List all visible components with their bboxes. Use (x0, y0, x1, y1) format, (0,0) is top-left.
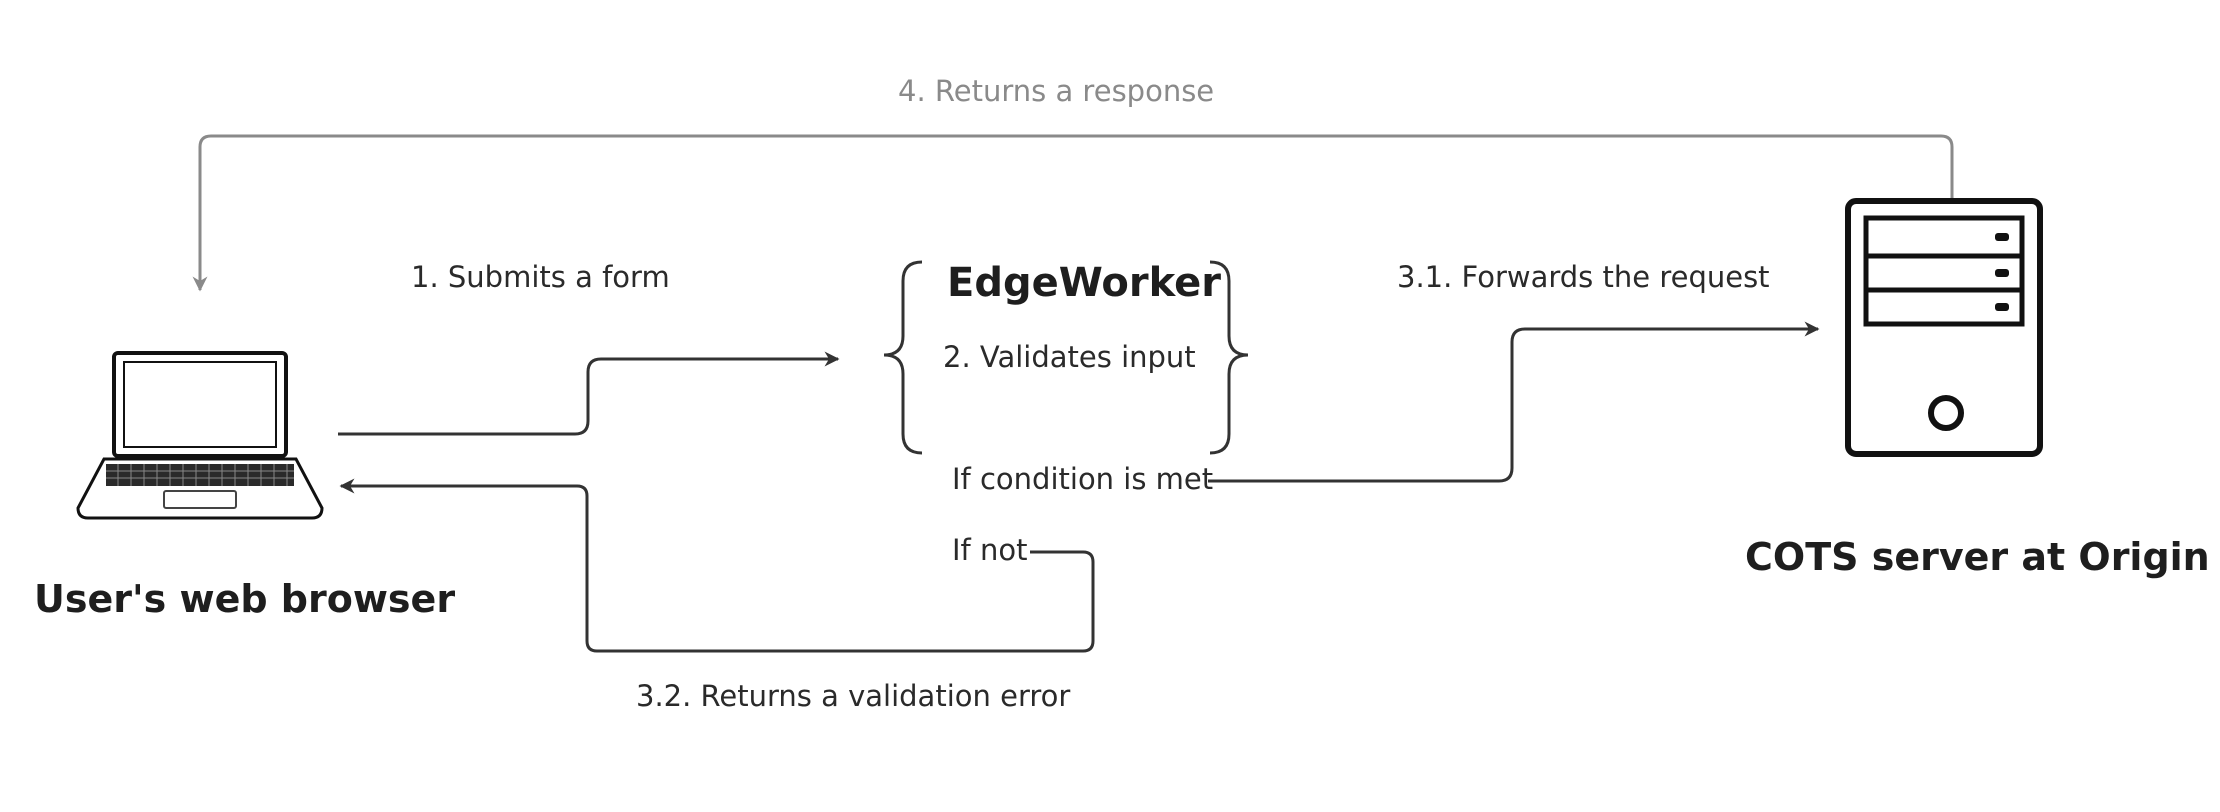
edgeworker-step-label: 2. Validates input (943, 340, 1196, 374)
error-label: 3.2. Returns a validation error (636, 679, 1071, 713)
forward-label: 3.1. Forwards the request (1397, 260, 1770, 294)
server-label: COTS server at Origin (1745, 535, 2210, 579)
laptop-icon (76, 351, 324, 520)
submit-arrow (338, 351, 840, 436)
right-brace (1209, 260, 1249, 455)
condition-met-label: If condition is met (952, 462, 1214, 496)
response-arrow (192, 134, 1954, 292)
forward-arrow (1208, 321, 1820, 483)
server-icon (1845, 198, 2043, 457)
response-label: 4. Returns a response (898, 74, 1215, 108)
submit-label: 1. Submits a form (411, 260, 670, 294)
error-arrow (339, 478, 1095, 653)
condition-not-met-label: If not (952, 533, 1028, 567)
browser-label: User's web browser (34, 577, 456, 621)
edgeworker-title: EdgeWorker (947, 260, 1222, 306)
left-brace (883, 260, 923, 455)
